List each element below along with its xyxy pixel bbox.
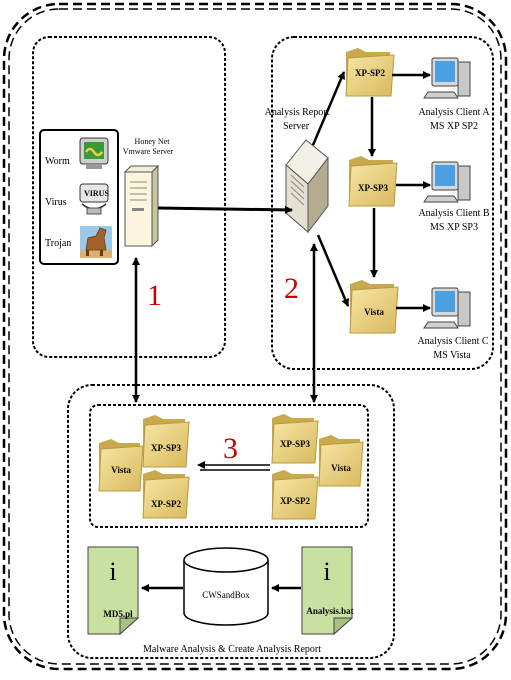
malware-label-virus: Virus [45, 197, 67, 208]
worm-icon [79, 137, 109, 169]
sandbox-folder-right-xp-sp2: XP-SP2 [271, 470, 319, 520]
honeynet-title-line2: Vmware Server [123, 147, 174, 156]
sandbox-folders-box [89, 404, 369, 528]
svg-text:XP-SP2: XP-SP2 [355, 68, 385, 78]
cwsandbox-cylinder [183, 547, 269, 626]
malware-label-trojan: Trojan [45, 238, 71, 249]
analysis-bat-document-icon: i [301, 546, 354, 636]
sandbox-folder-left-vista: Vista [98, 439, 144, 492]
honeynet-server-icon [123, 164, 160, 248]
sandbox-folder-left-xp-sp2: XP-SP2 [142, 470, 190, 519]
md5-document-icon: i [87, 546, 140, 636]
analysis-bat-label: Analysis.bat [306, 606, 353, 616]
malware-panel: Worm Virus Trojan VIRUS [39, 129, 119, 265]
svg-text:XP-SP3: XP-SP3 [151, 443, 181, 453]
folder-vista: Vista [349, 280, 399, 334]
analysis-box [271, 36, 494, 370]
folder-xp-sp2: XP-SP2 [345, 48, 395, 97]
client-c-computer-icon [423, 287, 471, 329]
svg-text:i: i [109, 557, 116, 586]
md5-label: MD5.pl [103, 609, 133, 619]
analysis-server-line2: Server [283, 121, 310, 132]
section-number-2: 2 [284, 272, 299, 305]
outer-frame [2, 2, 508, 671]
client-a-label-line2: MS XP SP2 [430, 121, 478, 132]
section-number-1: 1 [147, 279, 162, 312]
honeynet-title-line1: Honey Net [135, 137, 171, 146]
malware-label-worm: Worm [45, 156, 70, 167]
sandbox-folder-right-vista: Vista [318, 435, 364, 487]
analysis-server-icon [285, 139, 329, 234]
svg-text:XP-SP3: XP-SP3 [358, 183, 388, 193]
arrow-honeynet-to-server [157, 205, 293, 214]
arrow-server-to-vista [316, 234, 350, 307]
client-a-label-line1: Analysis Client A [418, 107, 490, 118]
svg-text:Vista: Vista [331, 463, 351, 473]
outer-frame-inner [8, 8, 502, 665]
client-a-computer-icon [423, 57, 471, 99]
svg-text:i: i [323, 557, 330, 586]
trojan-horse-icon [80, 226, 112, 258]
client-b-computer-icon [423, 161, 471, 203]
sandbox-box [67, 384, 395, 659]
analysis-server-line1: Analysis Report [265, 107, 330, 118]
svg-text:XP-SP2: XP-SP2 [151, 499, 181, 509]
client-c-label-line2: MS Vista [433, 350, 471, 361]
svg-text:Vista: Vista [364, 307, 384, 317]
cwsandbox-label: CWSandBox [202, 590, 250, 600]
client-b-label-line2: MS XP SP3 [430, 222, 478, 233]
virus-icon: VIRUS [79, 183, 109, 215]
client-c-label-line1: Analysis Client C [417, 336, 488, 347]
svg-text:VIRUS: VIRUS [84, 189, 109, 198]
sandbox-folder-left-xp-sp3: XP-SP3 [142, 415, 190, 468]
arrow-server-to-xp-sp2 [311, 71, 346, 146]
svg-text:XP-SP2: XP-SP2 [280, 496, 310, 506]
section-number-3: 3 [223, 432, 238, 465]
sandbox-folder-right-xp-sp3: XP-SP3 [271, 414, 319, 464]
client-b-label-line1: Analysis Client B [418, 208, 489, 219]
svg-text:XP-SP3: XP-SP3 [280, 439, 310, 449]
svg-text:Vista: Vista [111, 465, 131, 475]
honeynet-box [32, 36, 226, 358]
folder-xp-sp3: XP-SP3 [348, 156, 398, 207]
sandbox-caption: Malware Analysis & Create Analysis Repor… [143, 644, 321, 655]
